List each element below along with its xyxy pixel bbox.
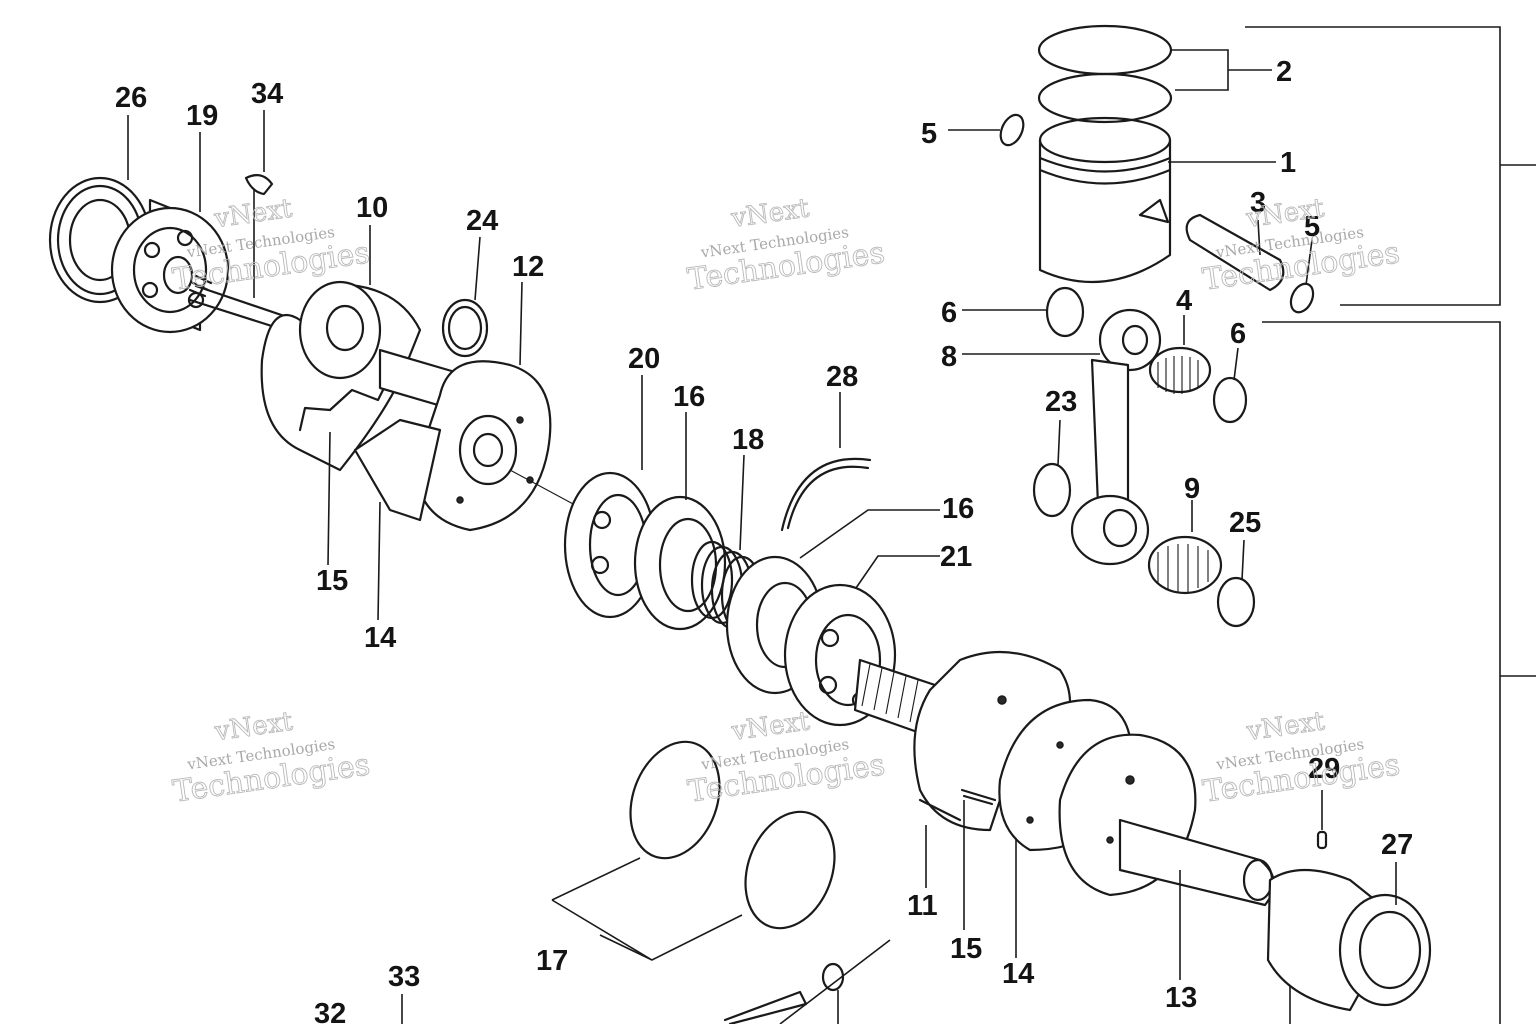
left-crank-half-drawing <box>188 274 422 472</box>
part-label-5a: 5 <box>921 118 937 150</box>
part-label-17: 17 <box>536 945 568 977</box>
piston-rings-drawing <box>1037 24 1173 124</box>
bottom-washer-drawing <box>821 962 845 992</box>
circlip-28-drawing <box>780 457 872 532</box>
part-label-8: 8 <box>941 341 957 373</box>
part-label-23: 23 <box>1045 386 1077 418</box>
left-flywheel-disc-drawing <box>353 360 552 532</box>
part-label-32: 32 <box>314 998 346 1024</box>
part-label-26: 26 <box>115 82 147 114</box>
crank-seal-rings-17-drawing <box>629 740 836 930</box>
left-main-bearing-drawing <box>110 198 230 334</box>
svg-text:vNext: vNext <box>212 194 295 235</box>
part-number-labels: 26 19 34 10 24 12 15 14 20 16 18 28 16 2… <box>115 56 1413 1024</box>
stud-bolt-15b-drawing <box>960 788 997 806</box>
part-label-34: 34 <box>251 78 283 110</box>
part-label-6a: 6 <box>941 297 957 329</box>
small-end-washer-6b-drawing <box>1212 376 1248 424</box>
part-label-6b: 6 <box>1230 318 1246 350</box>
piston-circlip-5a-drawing <box>999 113 1025 147</box>
right-shaft-end-drawing <box>1058 733 1275 907</box>
part-label-14b: 14 <box>1002 958 1034 990</box>
part-label-33: 33 <box>388 961 420 993</box>
watermark-bottom-right: vNext vNext Technologies Technologies <box>1200 706 1402 810</box>
part-label-9: 9 <box>1184 473 1200 505</box>
part-label-18: 18 <box>732 424 764 456</box>
watermark-top-center: vNext vNext Technologies Technologies <box>685 193 887 298</box>
watermark-bottom-left: vNext vNext Technologies Technologies <box>170 706 372 810</box>
crank-group-bracket <box>1262 321 1536 1024</box>
part-label-2: 2 <box>1276 56 1292 88</box>
part-label-5b: 5 <box>1304 211 1320 243</box>
big-end-washer-25-drawing <box>1216 576 1256 628</box>
piston-drawing <box>1038 116 1172 284</box>
part-label-15b: 15 <box>950 933 982 965</box>
part-label-3: 3 <box>1250 187 1266 219</box>
part-label-14a: 14 <box>364 622 396 654</box>
crank-washer-24-drawing <box>441 298 489 358</box>
part-label-21: 21 <box>940 541 972 573</box>
part-label-10: 10 <box>356 192 388 224</box>
piston-circlip-5b-drawing <box>1289 282 1315 314</box>
part-label-28: 28 <box>826 361 858 393</box>
part-label-1: 1 <box>1280 147 1296 179</box>
piston-group-bracket <box>1245 26 1536 306</box>
big-end-bearing-drawing <box>1147 535 1223 595</box>
part-label-25: 25 <box>1229 507 1261 539</box>
part-label-16b: 16 <box>942 493 974 525</box>
dowel-pin-29-drawing <box>1316 830 1328 850</box>
thrust-washer-23-drawing <box>1032 462 1072 518</box>
small-end-washer-6a-drawing <box>1045 286 1085 338</box>
part-label-15a: 15 <box>316 565 348 597</box>
part-label-4: 4 <box>1176 285 1192 317</box>
shaft-axis-line <box>509 469 576 506</box>
small-end-bearing-drawing <box>1148 346 1212 394</box>
part-label-19: 19 <box>186 100 218 132</box>
svg-text:vNext: vNext <box>729 193 812 234</box>
leader-lines <box>127 49 1397 1024</box>
part-label-20: 20 <box>628 343 660 375</box>
right-bearing-27-drawing <box>1266 868 1432 1012</box>
part-label-13: 13 <box>1165 982 1197 1014</box>
bottom-bolt-drawing <box>723 990 808 1024</box>
part-label-27: 27 <box>1381 829 1413 861</box>
center-seal-16-drawing <box>633 495 727 631</box>
right-crank-half-drawing <box>913 650 1071 832</box>
part-label-29: 29 <box>1308 753 1340 785</box>
piston-pin-drawing <box>1185 213 1285 292</box>
part-label-11: 11 <box>907 890 938 922</box>
woodruff-key-drawing <box>244 173 274 196</box>
part-label-12: 12 <box>512 251 544 283</box>
part-label-16a: 16 <box>673 381 705 413</box>
part-label-24: 24 <box>466 205 498 237</box>
connecting-rod-drawing <box>1070 308 1162 566</box>
